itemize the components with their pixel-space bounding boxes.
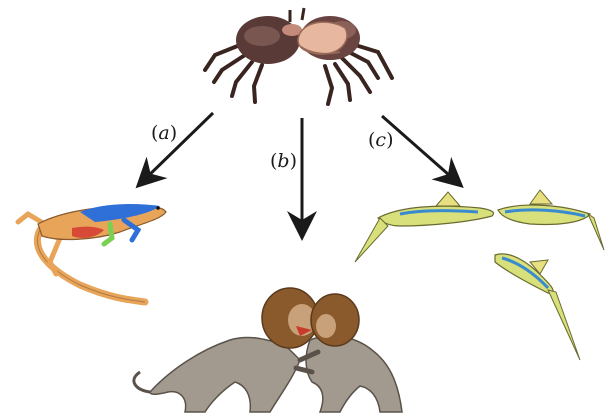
fish-illustration	[355, 190, 604, 360]
lizard-illustration	[18, 204, 166, 302]
label-a-letter: a	[158, 122, 169, 144]
label-c: (c)	[368, 129, 394, 151]
lions-illustration	[134, 288, 402, 412]
label-a: (a)	[151, 122, 177, 144]
label-b-letter: b	[277, 150, 289, 172]
label-c-letter: c	[375, 129, 386, 151]
crab-illustration	[205, 8, 392, 104]
label-b: (b)	[270, 150, 297, 172]
